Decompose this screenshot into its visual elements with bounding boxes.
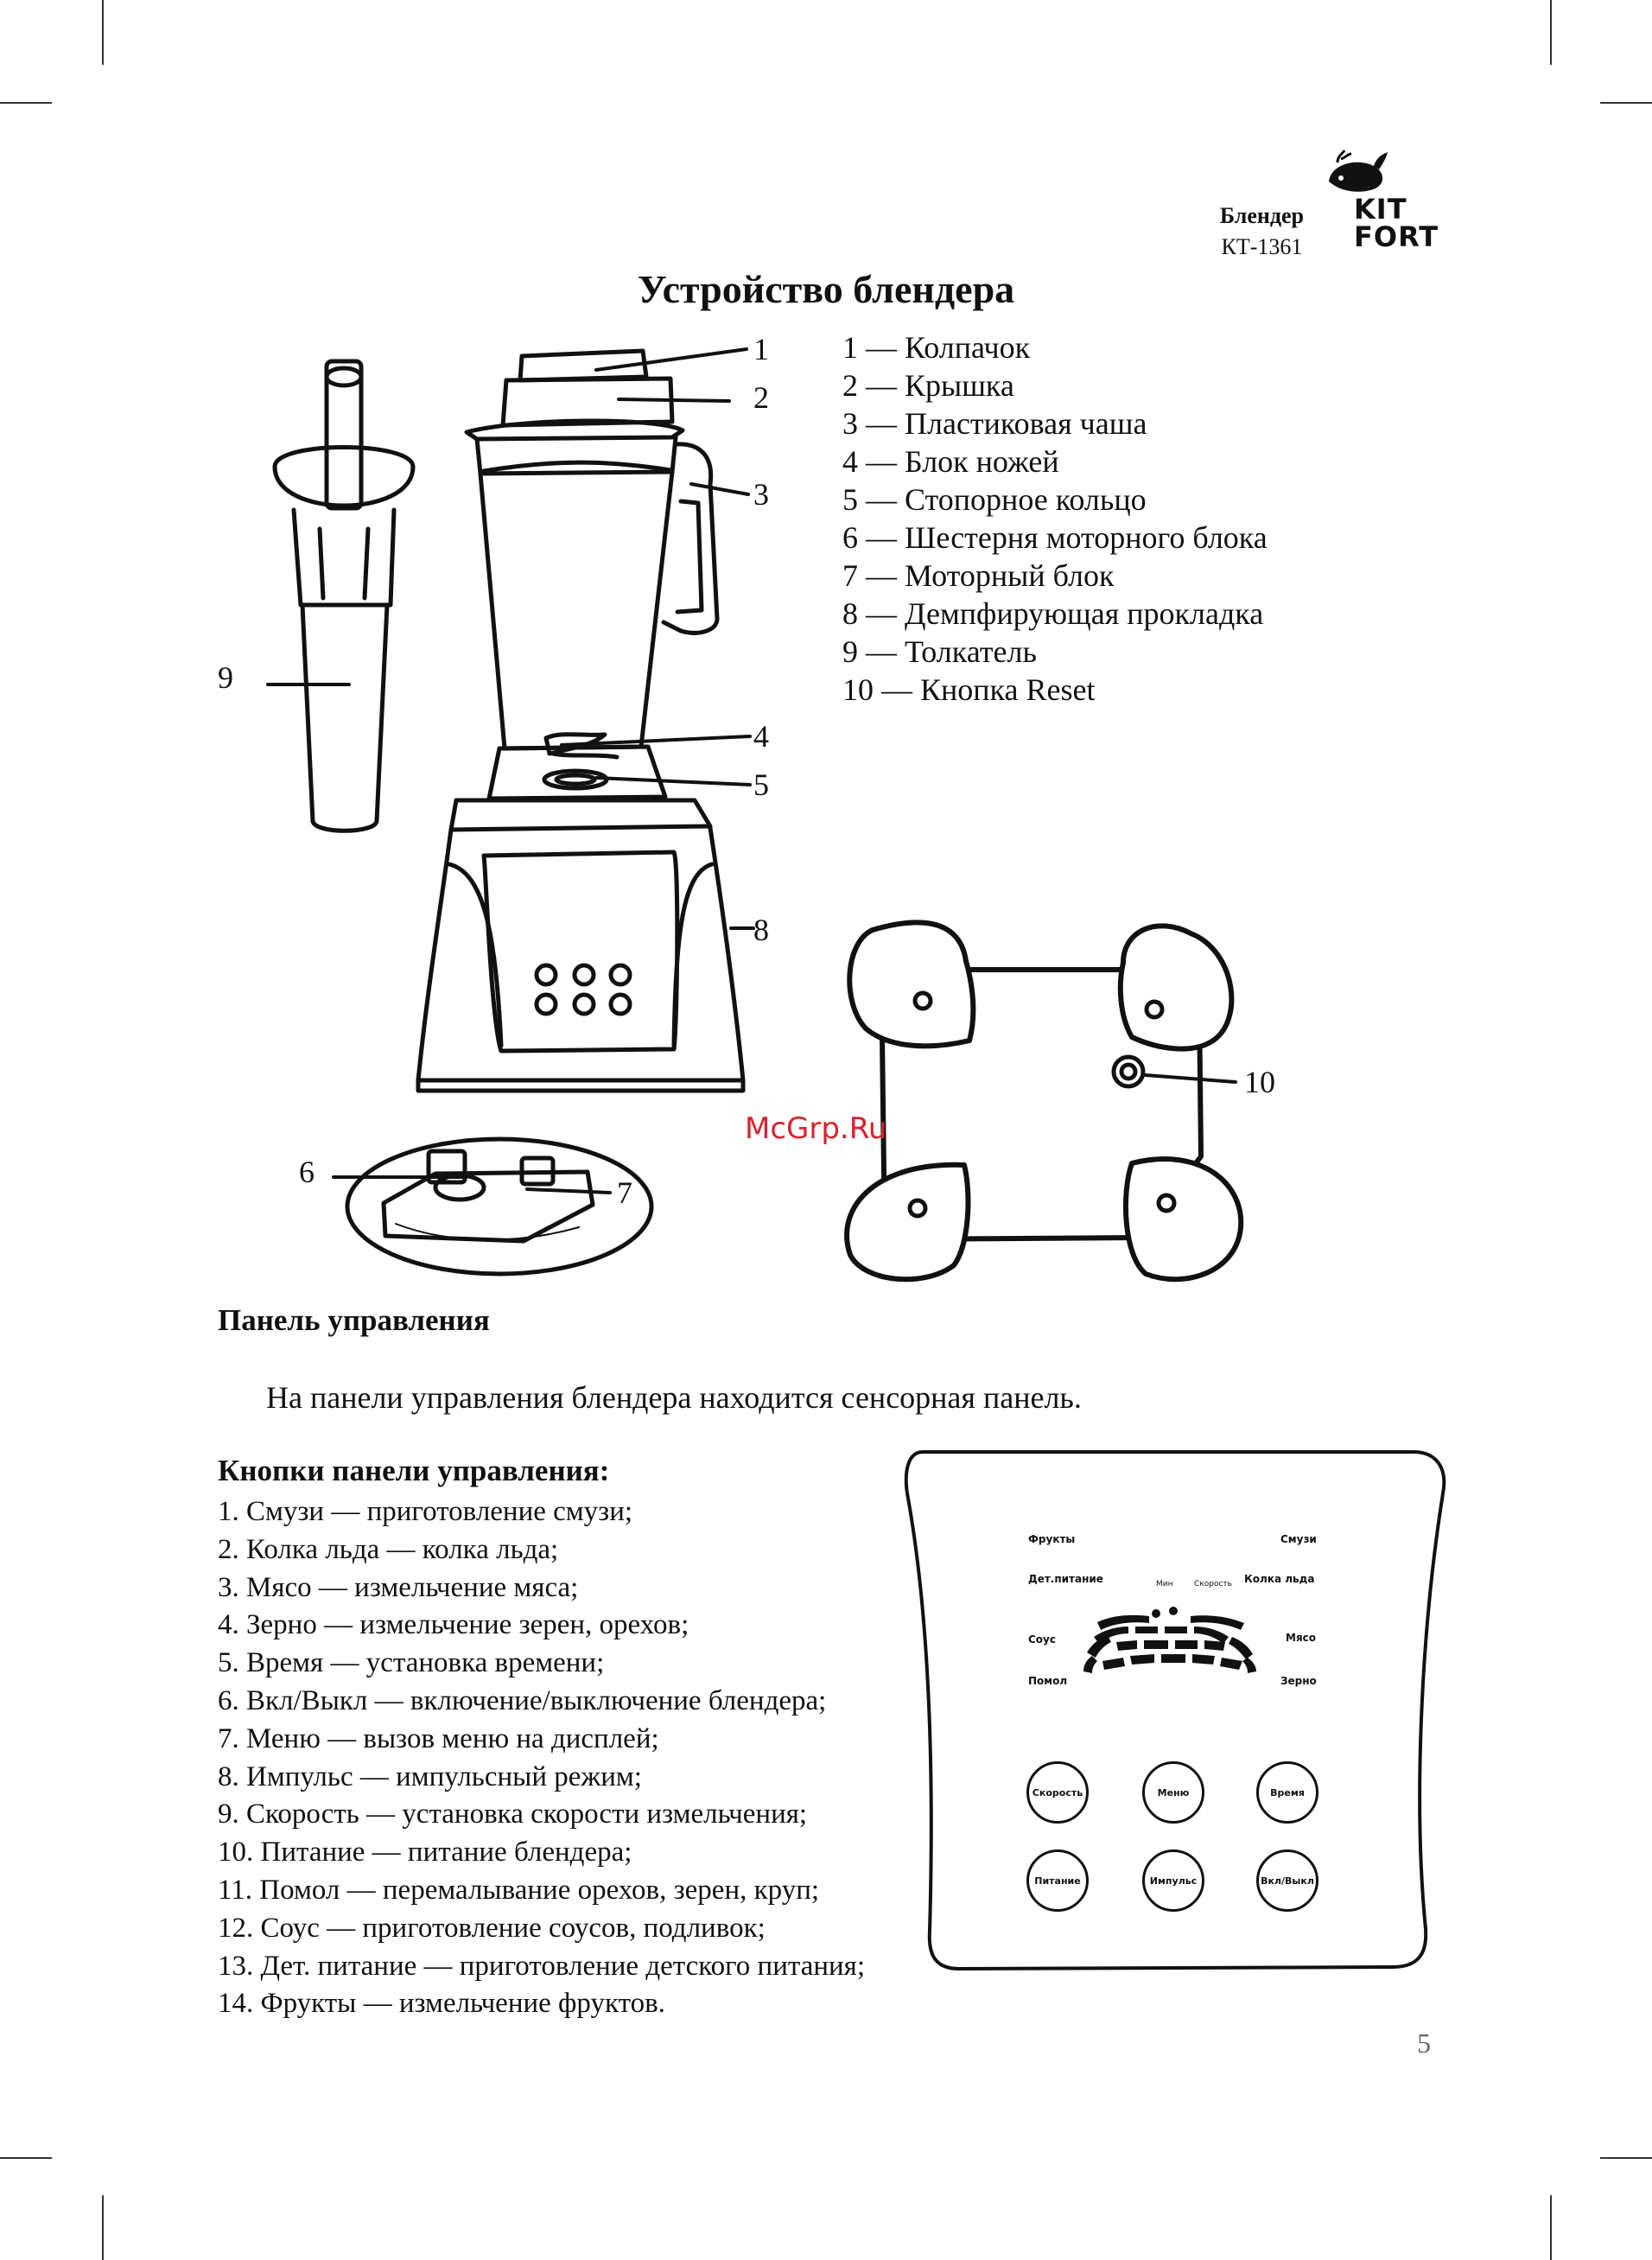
list-item: 8. Импульс — импульсный режим;	[218, 1760, 642, 1792]
model-number: КТ-1361	[1221, 234, 1303, 259]
parts-list-item: 8 — Демпфирующая прокладка	[842, 596, 1264, 631]
callout-number: 1	[753, 332, 769, 366]
list-item: 9. Скорость — установка скорости измельч…	[218, 1798, 808, 1830]
panel-label-baby-food: Дет.питание	[1028, 1573, 1103, 1585]
list-item: 5. Время — установка времени;	[218, 1647, 605, 1679]
panel-label-grain: Зерно	[1280, 1675, 1317, 1687]
callout-number: 8	[753, 913, 769, 947]
panel-pulse-button[interactable]: Импульс	[1142, 1849, 1204, 1912]
callout-number: 2	[753, 380, 769, 415]
brand-logo: KIT FORT	[1354, 195, 1439, 251]
control-panel-outline	[904, 1450, 1446, 1971]
logo-line-fort: FORT	[1354, 220, 1439, 253]
parts-list-item: 10 — Кнопка Reset	[842, 672, 1096, 707]
parts-list-item: 4 — Блок ножей	[842, 444, 1059, 479]
tamper-drawing	[272, 359, 416, 833]
panel-label-speed-small: Скорость	[1194, 1580, 1232, 1588]
list-item: 1. Смузи — приготовление смузи;	[218, 1496, 633, 1527]
parts-list: 1 — Колпачок 2 — Крышка 3 — Пластиковая …	[842, 328, 1268, 709]
panel-label-grind: Помол	[1028, 1675, 1068, 1687]
callout-number: 9	[218, 660, 233, 695]
panel-label-sauce: Соус	[1028, 1633, 1056, 1646]
product-name: Блендер	[1219, 203, 1304, 228]
panel-power-button[interactable]: Питание	[1026, 1849, 1089, 1912]
panel-onoff-button[interactable]: Вкл/Выкл	[1256, 1849, 1318, 1912]
bottom-view-drawing	[844, 920, 1244, 1283]
panel-label-meat: Мясо	[1286, 1632, 1317, 1644]
panel-time-button[interactable]: Время	[1256, 1761, 1318, 1824]
blender-diagram	[266, 347, 1244, 1283]
list-item: 11. Помол — перемалывание орехов, зерен,…	[218, 1874, 820, 1906]
callout-number: 7	[617, 1175, 632, 1210]
crop-mark	[1600, 2157, 1652, 2159]
parts-list-item: 3 — Пластиковая чаша	[842, 406, 1147, 441]
watermark: McGrp.Ru	[745, 1111, 887, 1146]
speed-indicator-arcs	[1083, 1607, 1256, 1673]
header-model: Блендер КТ-1361	[1220, 201, 1304, 263]
crop-mark	[0, 2157, 52, 2159]
panel-heading: Панель управления	[218, 1303, 490, 1337]
list-item: 2. Колка льда — колка льда;	[218, 1533, 559, 1565]
page-number: 5	[1417, 2028, 1431, 2059]
list-item: 3. Мясо — измельчение мяса;	[218, 1571, 579, 1603]
panel-label-min: Мин	[1156, 1580, 1173, 1588]
jar-drawing	[464, 348, 720, 801]
buttons-heading: Кнопки панели управления:	[218, 1454, 610, 1487]
panel-label-smoothie: Смузи	[1280, 1533, 1317, 1545]
parts-list-item: 9 — Толкатель	[842, 634, 1037, 669]
parts-list-item: 7 — Моторный блок	[842, 558, 1115, 593]
panel-label-ice: Колка льда	[1244, 1573, 1315, 1585]
list-item: 13. Дет. питание — приготовление детског…	[218, 1950, 866, 1982]
callout-number: 4	[753, 719, 769, 754]
crop-mark	[0, 102, 52, 104]
parts-list-item: 1 — Колпачок	[842, 330, 1031, 365]
list-item: 14. Фрукты — измельчение фруктов.	[218, 1988, 665, 2020]
parts-list-item: 2 — Крышка	[842, 368, 1014, 403]
list-item: 12. Соус — приготовление соусов, подливо…	[218, 1912, 766, 1944]
list-item: 6. Вкл/Выкл — включение/выключение бленд…	[218, 1684, 827, 1716]
whale-logo-icon	[1329, 150, 1388, 192]
motor-base-drawing	[416, 798, 746, 1093]
callout-number: 6	[299, 1155, 315, 1189]
panel-speed-button[interactable]: Скорость	[1026, 1761, 1089, 1824]
crop-mark	[102, 0, 104, 65]
callout-number: 10	[1244, 1065, 1275, 1099]
page-title: Устройство блендера	[637, 267, 1015, 311]
parts-list-item: 6 — Шестерня моторного блока	[842, 520, 1268, 555]
list-item: 7. Меню — вызов меню на дисплей;	[218, 1722, 659, 1754]
logo-line-kit: KIT	[1354, 193, 1407, 226]
panel-description: На панели управления блендера находится …	[266, 1380, 1082, 1415]
list-item: 10. Питание — питание блендера;	[218, 1837, 632, 1868]
callout-number: 3	[753, 477, 769, 512]
leader-lines	[266, 347, 1237, 1194]
callout-number: 5	[753, 767, 769, 802]
crop-mark	[1550, 0, 1552, 65]
panel-menu-button[interactable]: Меню	[1142, 1761, 1204, 1824]
list-item: 4. Зерно — измельчение зерен, орехов;	[218, 1609, 689, 1641]
parts-list-item: 5 — Стопорное кольцо	[842, 482, 1147, 517]
crop-mark	[1600, 102, 1652, 104]
panel-label-fruits: Фрукты	[1028, 1533, 1076, 1545]
buttons-list: 1. Смузи — приготовление смузи; 2. Колка…	[218, 1493, 865, 2023]
crop-mark	[1550, 2195, 1552, 2260]
gear-inset-drawing	[345, 1136, 654, 1276]
crop-mark	[102, 2195, 104, 2260]
